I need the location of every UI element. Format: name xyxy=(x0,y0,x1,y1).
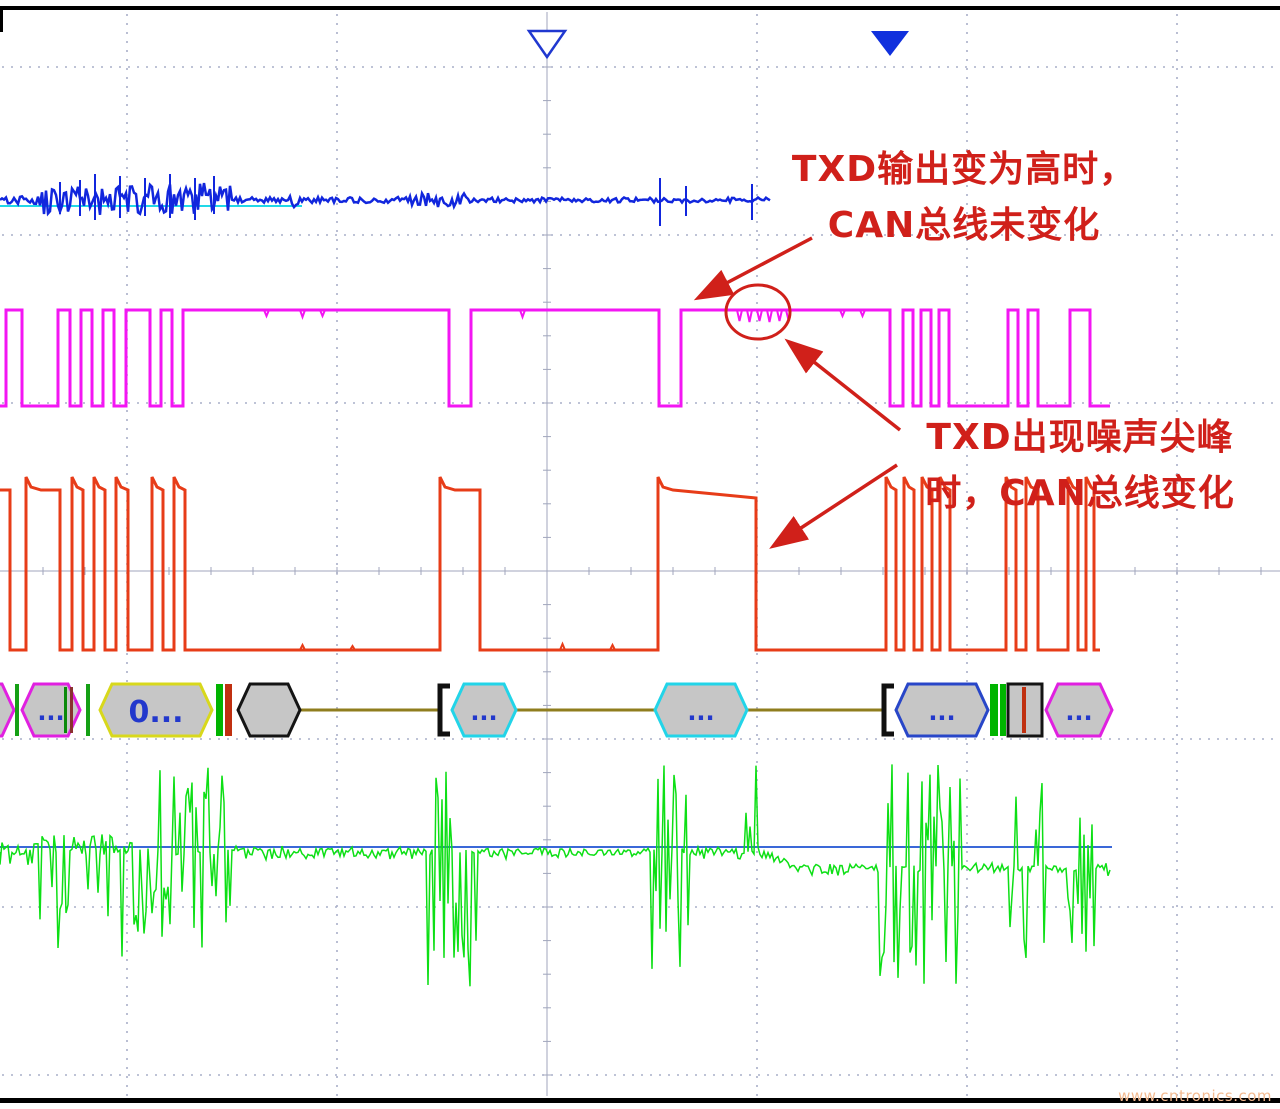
trigger-hollow-triangle-icon xyxy=(526,29,568,60)
trace-txd-magenta xyxy=(0,308,1110,408)
bus-bracket xyxy=(437,683,450,737)
annotation-note-noise-spike: TXD出现噪声尖峰 时，CAN总线变化 xyxy=(896,410,1264,522)
bus-frame-symbol xyxy=(894,682,990,738)
annotation-line: 时，CAN总线变化 xyxy=(925,472,1235,514)
bus-marker-bar xyxy=(225,684,232,736)
magenta-trace-path xyxy=(0,308,1110,408)
bus-marker-bar xyxy=(1000,684,1006,736)
bus-frame-symbol xyxy=(236,682,302,738)
callout-arrow xyxy=(693,236,813,301)
bus-symbol-label: ... xyxy=(687,698,714,726)
bus-symbol-label: ... xyxy=(1065,698,1092,726)
trigger-filled-triangle-icon xyxy=(871,31,909,56)
annotation-line: TXD输出变为高时， xyxy=(791,149,1137,190)
watermark-text: www.cntronics.com xyxy=(1118,1087,1272,1105)
bus-symbol-label: ... xyxy=(470,698,497,726)
bus-symbol-label: ... xyxy=(928,698,955,726)
trace-can-red xyxy=(0,476,1100,652)
graticule xyxy=(0,6,1280,1103)
annotation-line: TXD出现噪声尖峰 xyxy=(926,417,1234,458)
bus-inner-marker xyxy=(70,687,73,733)
bus-marker-bar xyxy=(216,684,223,736)
trigger-markers xyxy=(526,29,909,60)
bus-marker-bar xyxy=(990,684,998,736)
bus-symbol-label: 0... xyxy=(128,695,183,730)
bus-marker-bar xyxy=(15,684,19,736)
bus-inner-marker xyxy=(1022,687,1026,733)
red-noise-glitches xyxy=(299,641,616,651)
trace-txd-input-blue xyxy=(0,174,771,226)
trace-can-diff-green xyxy=(0,764,1112,987)
red-trace-path xyxy=(0,476,1100,652)
bus-symbol-label: ... xyxy=(37,698,64,726)
top-border xyxy=(0,6,1280,10)
bus-frame-symbol xyxy=(1044,682,1114,738)
bus-frame-symbol xyxy=(98,682,214,738)
bus-bracket xyxy=(881,683,894,737)
magenta-noise-glitches xyxy=(263,309,866,323)
bus-inner-marker xyxy=(64,687,67,733)
bus-frame-symbol xyxy=(653,682,749,738)
bus-frame-symbol xyxy=(0,682,16,738)
annotation-note-txd-high: TXD输出变为高时， CAN总线未变化 xyxy=(778,142,1150,254)
annotation-line: CAN总线未变化 xyxy=(827,204,1101,246)
noise-spike-circle xyxy=(724,283,792,341)
bus-marker-bar xyxy=(86,684,90,736)
blue-trace-path xyxy=(0,182,771,217)
annotation-callouts xyxy=(693,236,902,549)
bus-decode-track: ... 0............... xyxy=(0,682,1114,738)
left-border-tick xyxy=(0,6,3,32)
callout-arrow xyxy=(769,463,898,549)
callout-arrow xyxy=(784,338,902,432)
bus-frame-symbol xyxy=(450,682,518,738)
green-trace-path xyxy=(0,764,1111,987)
bottom-border xyxy=(0,1098,1280,1103)
